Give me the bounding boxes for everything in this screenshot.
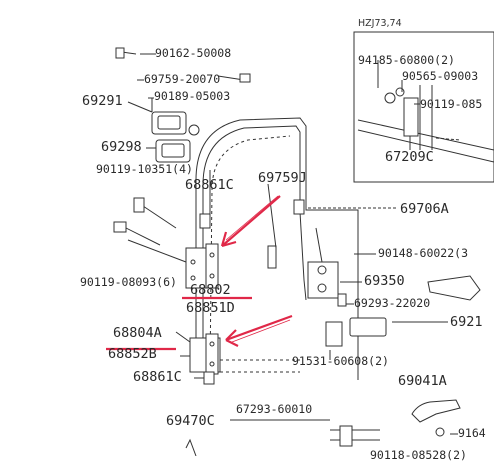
part-label-69759j: 69759J (258, 170, 307, 186)
part-label-68804a: 68804A (113, 325, 162, 341)
part-label-68851d: 68851D (186, 300, 235, 316)
inside-handle (151, 111, 187, 135)
part-label-69041a: 69041A (398, 373, 447, 389)
part-label-90189: 90189-05003 (154, 89, 231, 103)
part-label-9164: 9164 (458, 426, 486, 440)
part-label-90565: 90565-09003 (402, 69, 479, 83)
lock-rod (299, 211, 307, 301)
part-label-67293: 67293-60010 (236, 402, 313, 416)
part-label-68861c-lower: 68861C (133, 369, 182, 385)
door-lock (307, 261, 339, 299)
part-label-69291: 69291 (82, 93, 123, 109)
part-label-67209c: 67209C (385, 149, 434, 165)
part-label-91531: 91531-60608(2) (292, 354, 389, 368)
part-label-6921: 6921 (450, 314, 483, 330)
part-label-94185: 94185-60800(2) (358, 53, 455, 67)
inset-title: HZJ73,74 (358, 18, 402, 29)
part-label-68852b: 68852B (108, 346, 157, 362)
part-label-90162: 90162-50008 (155, 46, 232, 60)
highlight-arrows (106, 195, 293, 351)
inset-frame (353, 31, 494, 183)
striker-plate (349, 317, 387, 337)
part-label-69706a: 69706A (400, 201, 449, 217)
part-label-90119-10351: 90119-10351(4) (96, 162, 193, 176)
part-label-90118: 90118-08528(2) (370, 448, 467, 462)
part-label-90148: 90148-60022(3 (378, 246, 469, 260)
door-frame (195, 117, 359, 380)
part-label-69293: 69293-22020 (354, 296, 431, 310)
arrow-lower (225, 314, 293, 342)
handle-bezel (155, 139, 191, 163)
part-label-69759-20070: 69759-20070 (144, 72, 221, 86)
part-label-69298: 69298 (101, 139, 142, 155)
part-label-90119-08093: 90119-08093(6) (80, 275, 177, 289)
part-label-69470c: 69470C (166, 413, 215, 429)
part-label-68802: 68802 (190, 282, 231, 298)
part-label-69350: 69350 (364, 273, 405, 289)
outside-handle (411, 399, 461, 423)
part-label-90119-085: 90119-085 (420, 97, 483, 111)
part-label-68861c-upper: 68861C (185, 177, 234, 193)
arrow-upper (221, 195, 281, 247)
